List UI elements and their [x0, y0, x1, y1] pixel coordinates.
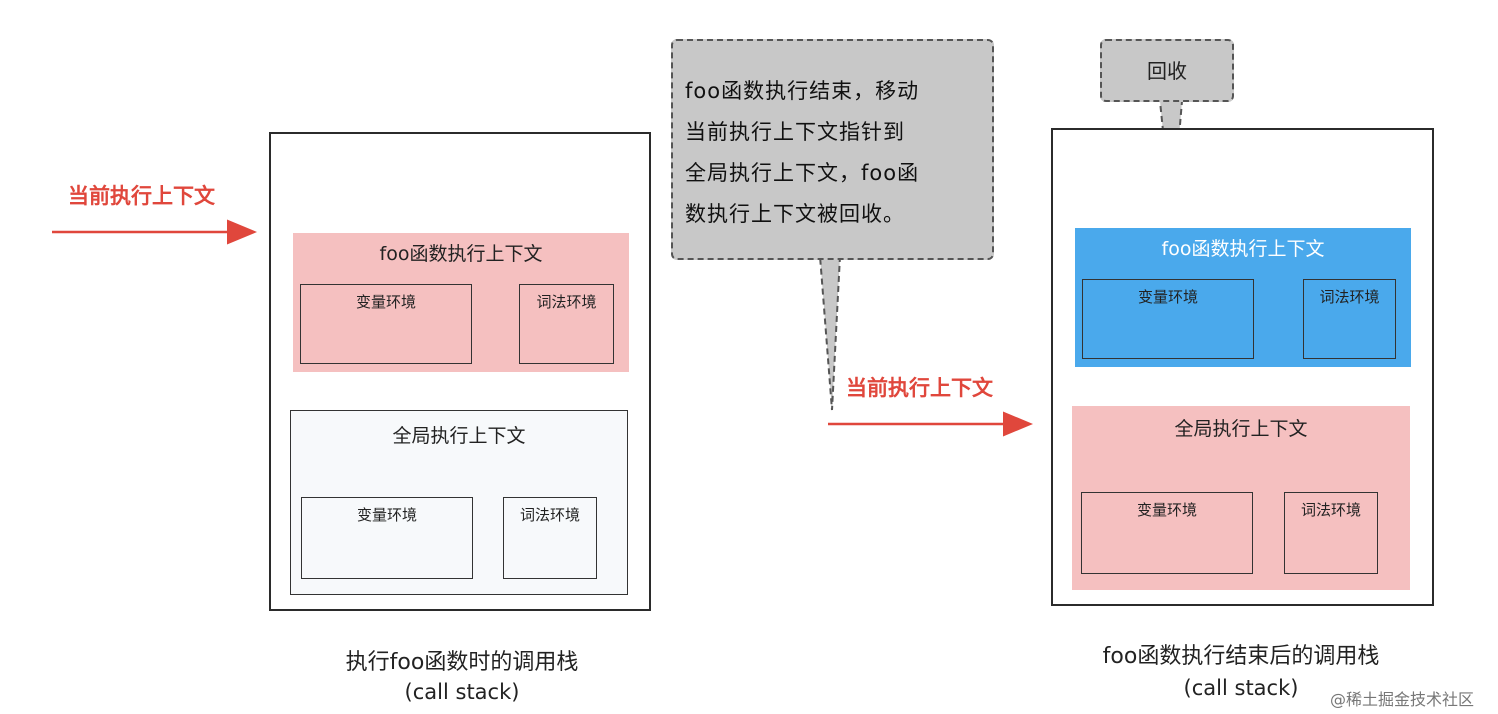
left-global-context-title: 全局执行上下文 [392, 425, 526, 447]
left-foo-context-title: foo函数执行上下文 [379, 243, 543, 265]
left-foo-lexical-env: 词法环境 [519, 284, 614, 364]
callout-line-2: 当前执行上下文指针到 [685, 120, 905, 144]
right-global-context-title: 全局执行上下文 [1174, 418, 1308, 440]
left-caption-sub: (call stack) [404, 680, 520, 704]
left-global-variable-env: 变量环境 [301, 497, 473, 579]
watermark: @稀土掘金技术社区 [1330, 690, 1475, 709]
callout-line-4: 数执行上下文被回收。 [685, 202, 905, 226]
right-foo-variable-env: 变量环境 [1082, 279, 1254, 359]
right-global-variable-env: 变量环境 [1081, 492, 1253, 574]
left-foo-context: foo函数执行上下文 变量环境 词法环境 [293, 233, 629, 372]
right-caption: foo函数执行结束后的调用栈 [1102, 644, 1380, 669]
right-foo-lexical-env: 词法环境 [1303, 279, 1396, 359]
right-caption-sub: (call stack) [1183, 676, 1299, 700]
left-pointer-label: 当前执行上下文 [68, 184, 215, 208]
middle-pointer-label: 当前执行上下文 [846, 376, 993, 400]
right-global-lexical-env: 词法环境 [1284, 492, 1378, 574]
callout-line-1: foo函数执行结束，移动 [685, 79, 920, 103]
left-call-stack: foo函数执行上下文 变量环境 词法环境 全局执行上下文 变量环境 词法环境 [269, 132, 651, 611]
right-foo-context-title: foo函数执行上下文 [1161, 238, 1325, 260]
left-caption: 执行foo函数时的调用栈 [345, 650, 579, 675]
right-foo-context: foo函数执行上下文 变量环境 词法环境 [1075, 228, 1411, 367]
recycle-bubble: 回收 [1100, 39, 1234, 102]
left-foo-variable-env: 变量环境 [300, 284, 472, 364]
left-global-context: 全局执行上下文 变量环境 词法环境 [290, 410, 628, 595]
callout-tail [818, 255, 842, 411]
callout-box: foo函数执行结束，移动 当前执行上下文指针到 全局执行上下文，foo函 数执行… [671, 39, 994, 260]
callout-line-3: 全局执行上下文，foo函 [685, 161, 920, 185]
left-global-lexical-env: 词法环境 [503, 497, 597, 579]
right-call-stack: foo函数执行上下文 变量环境 词法环境 全局执行上下文 变量环境 词法环境 [1051, 128, 1434, 606]
right-global-context: 全局执行上下文 变量环境 词法环境 [1072, 406, 1410, 590]
